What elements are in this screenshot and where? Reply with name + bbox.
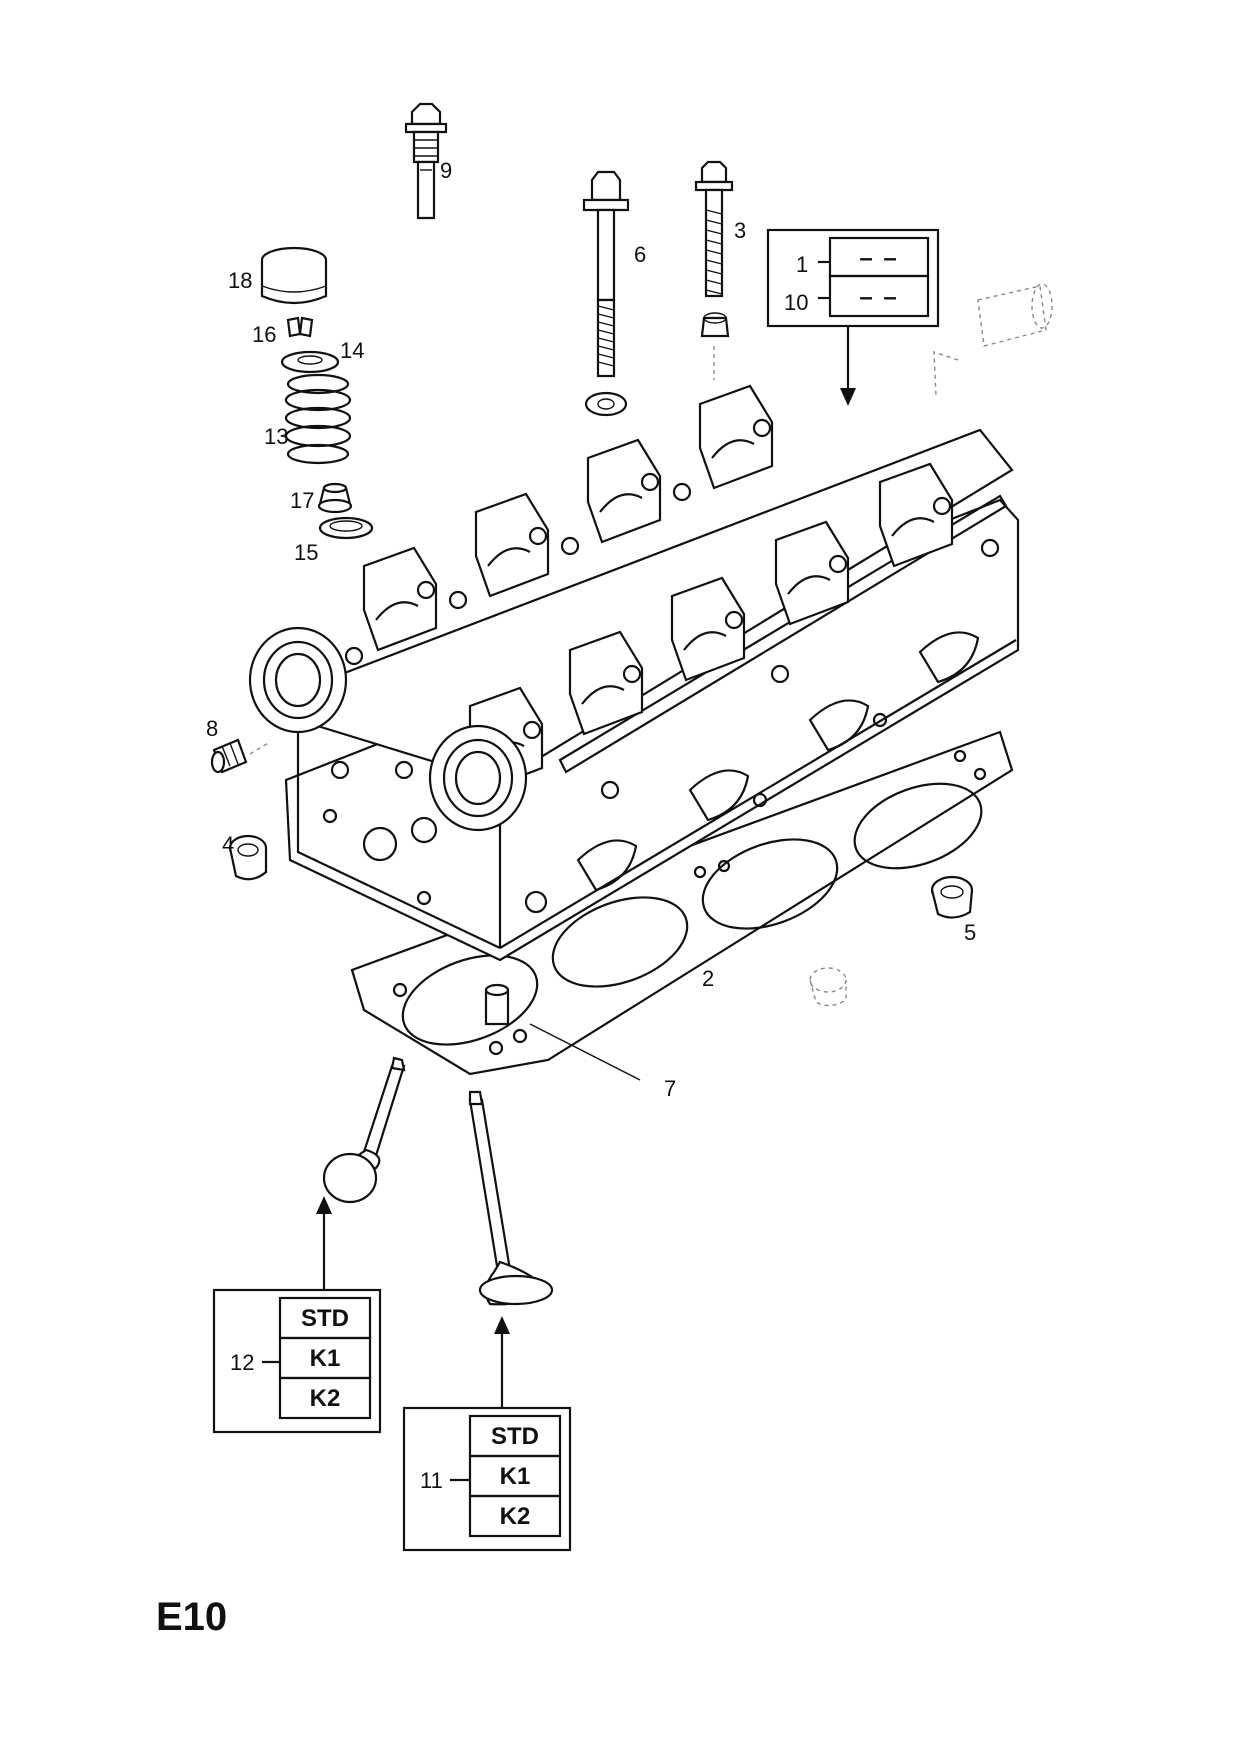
callout-4: 4 <box>222 832 234 857</box>
box12-cell-k2: K2 <box>310 1385 341 1412</box>
valve-keys-16-illustration <box>286 316 314 338</box>
callout-15: 15 <box>294 540 318 565</box>
valve-12-illustration <box>322 1056 406 1204</box>
callout-12: 12 <box>230 1350 254 1375</box>
variant-top-row2-value: – – <box>859 284 898 311</box>
box12-cell-std: STD <box>301 1305 349 1332</box>
callout-13: 13 <box>264 424 288 449</box>
page-code: E10 <box>156 1595 227 1639</box>
alt-bushing-dashed <box>809 967 847 1007</box>
box12-cell-k1: K1 <box>310 1345 341 1372</box>
callout-10: 10 <box>784 290 808 315</box>
tappet-18-illustration <box>260 246 328 305</box>
spring-seat-15-illustration <box>318 516 374 540</box>
variant-box-top <box>766 228 940 406</box>
valve-11-illustration <box>468 1090 554 1306</box>
callout-16: 16 <box>252 322 276 347</box>
box11-cell-k1: K1 <box>500 1463 531 1490</box>
callout-11: 11 <box>420 1468 443 1493</box>
valve-spring-13-illustration <box>284 373 352 465</box>
cylinder-head-illustration <box>248 384 1020 962</box>
valve-seal-17-illustration <box>317 482 353 514</box>
alt-component-dashed <box>933 283 1053 397</box>
callout-9: 9 <box>440 158 452 183</box>
callout-7: 7 <box>664 1076 676 1101</box>
leader-lines <box>529 1023 641 1081</box>
variant-box-12-values: STD K1 K2 <box>301 1305 349 1412</box>
callout-6: 6 <box>634 242 646 267</box>
box11-cell-k2: K2 <box>500 1503 531 1530</box>
bolt-9-illustration <box>404 102 448 220</box>
variant-box-top-values: – – – – <box>859 245 898 311</box>
variant-top-row1-value: – – <box>859 245 898 272</box>
bolt-6-illustration <box>582 170 630 417</box>
callout-17: 17 <box>290 488 314 513</box>
seal-5-illustration <box>930 875 974 919</box>
variant-box-11 <box>402 1316 572 1552</box>
bolt-3-illustration <box>694 160 734 380</box>
variant-box-12 <box>212 1196 382 1434</box>
plug-8-illustration <box>210 738 271 774</box>
callout-14: 14 <box>340 338 364 363</box>
spring-retainer-14-illustration <box>280 350 340 374</box>
seal-4-illustration <box>228 834 268 881</box>
variant-box-11-values: STD K1 K2 <box>491 1423 539 1530</box>
box11-cell-std: STD <box>491 1423 539 1450</box>
callout-2: 2 <box>702 966 714 991</box>
callout-8: 8 <box>206 716 218 741</box>
callout-18: 18 <box>228 268 252 293</box>
callout-5: 5 <box>964 920 976 945</box>
head-gasket-2-illustration <box>350 730 1014 1076</box>
callout-1: 1 <box>796 252 808 277</box>
callout-3: 3 <box>734 218 746 243</box>
callout-labels: 9 6 3 1 10 18 16 14 13 17 15 8 4 5 2 7 1… <box>206 158 976 1493</box>
